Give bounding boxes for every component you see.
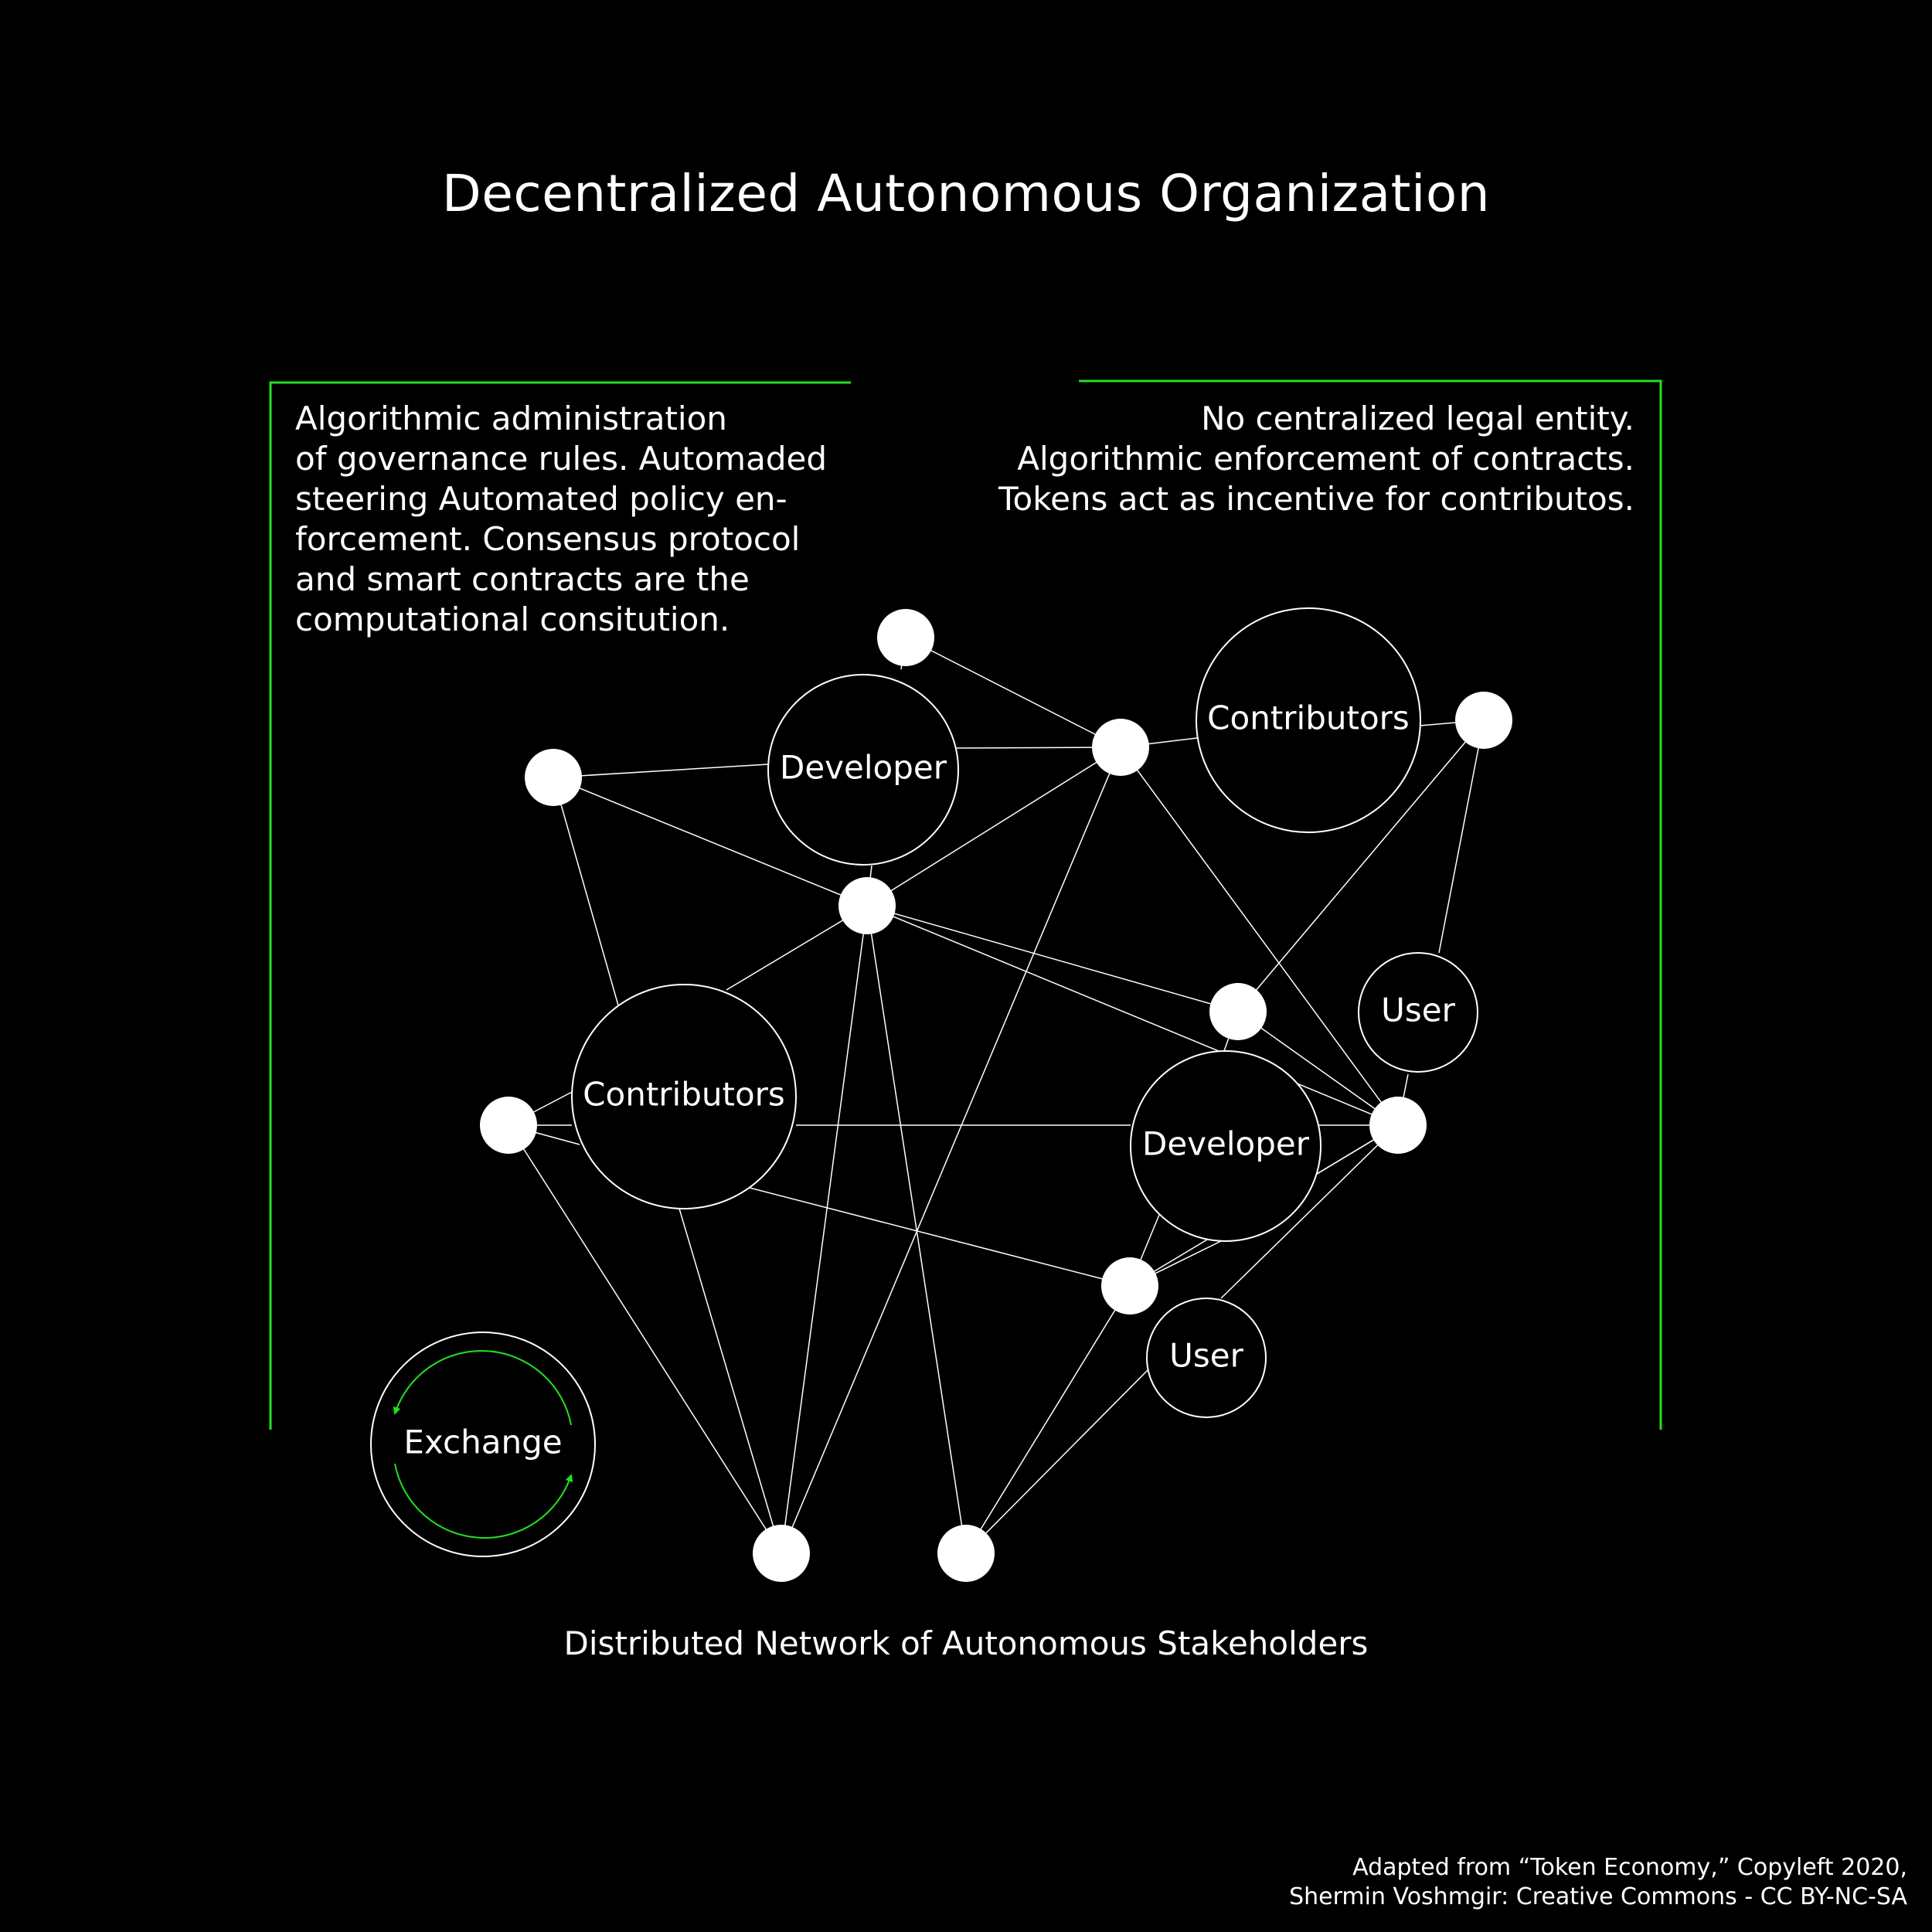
connection-line — [866, 905, 1239, 1012]
connection-line — [866, 905, 1399, 1126]
contributors-top-circle — [1196, 607, 1421, 833]
governance-description: Algorithmic administration of governance… — [295, 400, 827, 638]
node-dot — [1092, 719, 1149, 776]
connection-line — [553, 764, 769, 778]
node-dot — [1369, 1097, 1427, 1154]
right-bracket-frame — [1079, 379, 1662, 1430]
node-dot — [525, 749, 582, 806]
user-bottom-circle — [1146, 1298, 1267, 1418]
exchange-circle — [370, 1332, 596, 1557]
connection-line — [1237, 719, 1485, 1012]
connection-line — [965, 1369, 1148, 1554]
network-caption: Distributed Network of Autonomous Stakeh… — [563, 1624, 1369, 1662]
page-title: Decentralized Autonomous Organization — [441, 164, 1491, 223]
developer-top-label: Developer — [780, 749, 947, 787]
connection-line — [1220, 1124, 1399, 1299]
node-dot — [838, 877, 896, 934]
node-dot — [1455, 692, 1512, 749]
node-dot — [877, 609, 934, 666]
user-right-circle — [1358, 952, 1478, 1073]
connection-line — [866, 905, 967, 1554]
node-dot — [1209, 983, 1267, 1040]
connection-line — [1438, 719, 1485, 954]
connection-line — [1237, 1011, 1399, 1126]
connection-line — [781, 905, 868, 1554]
user-bottom-label: User — [1169, 1337, 1243, 1375]
node-dot — [1101, 1257, 1158, 1315]
exchange-arrow-icon — [394, 1463, 573, 1539]
developer-right-label: Developer — [1142, 1125, 1310, 1163]
source-credit: Adapted from “Token Economy,” Copyleft 2… — [1289, 1854, 1907, 1910]
connection-line — [553, 777, 868, 906]
legal-description: No centralized legal entity. Algorithmic… — [998, 400, 1634, 518]
developer-right-circle — [1130, 1050, 1321, 1242]
node-dot — [937, 1525, 995, 1582]
node-dot — [753, 1525, 810, 1582]
connection-line — [1120, 747, 1399, 1126]
connection-line — [781, 747, 1121, 1554]
connection-line — [866, 747, 1121, 906]
connection-line — [553, 777, 619, 1006]
contributors-top-label: Contributors — [1207, 699, 1410, 737]
connection-line — [965, 1285, 1131, 1554]
connection-line — [679, 1208, 782, 1554]
node-dot — [480, 1097, 537, 1154]
connection-line — [749, 1187, 1131, 1287]
exchange-arrow-icon — [393, 1350, 572, 1426]
left-bracket-frame — [269, 381, 851, 1430]
contributors-left-label: Contributors — [583, 1076, 785, 1114]
user-right-label: User — [1381, 992, 1455, 1029]
small-nodes — [480, 609, 1512, 1582]
stakeholder-circles — [370, 607, 1478, 1557]
developer-top-circle — [767, 674, 959, 866]
connections — [508, 637, 1485, 1554]
exchange-arrows — [393, 1350, 573, 1539]
exchange-label: Exchange — [403, 1423, 562, 1461]
connection-line — [508, 1124, 782, 1554]
contributors-left-circle — [571, 984, 797, 1209]
connection-line — [905, 637, 1121, 748]
